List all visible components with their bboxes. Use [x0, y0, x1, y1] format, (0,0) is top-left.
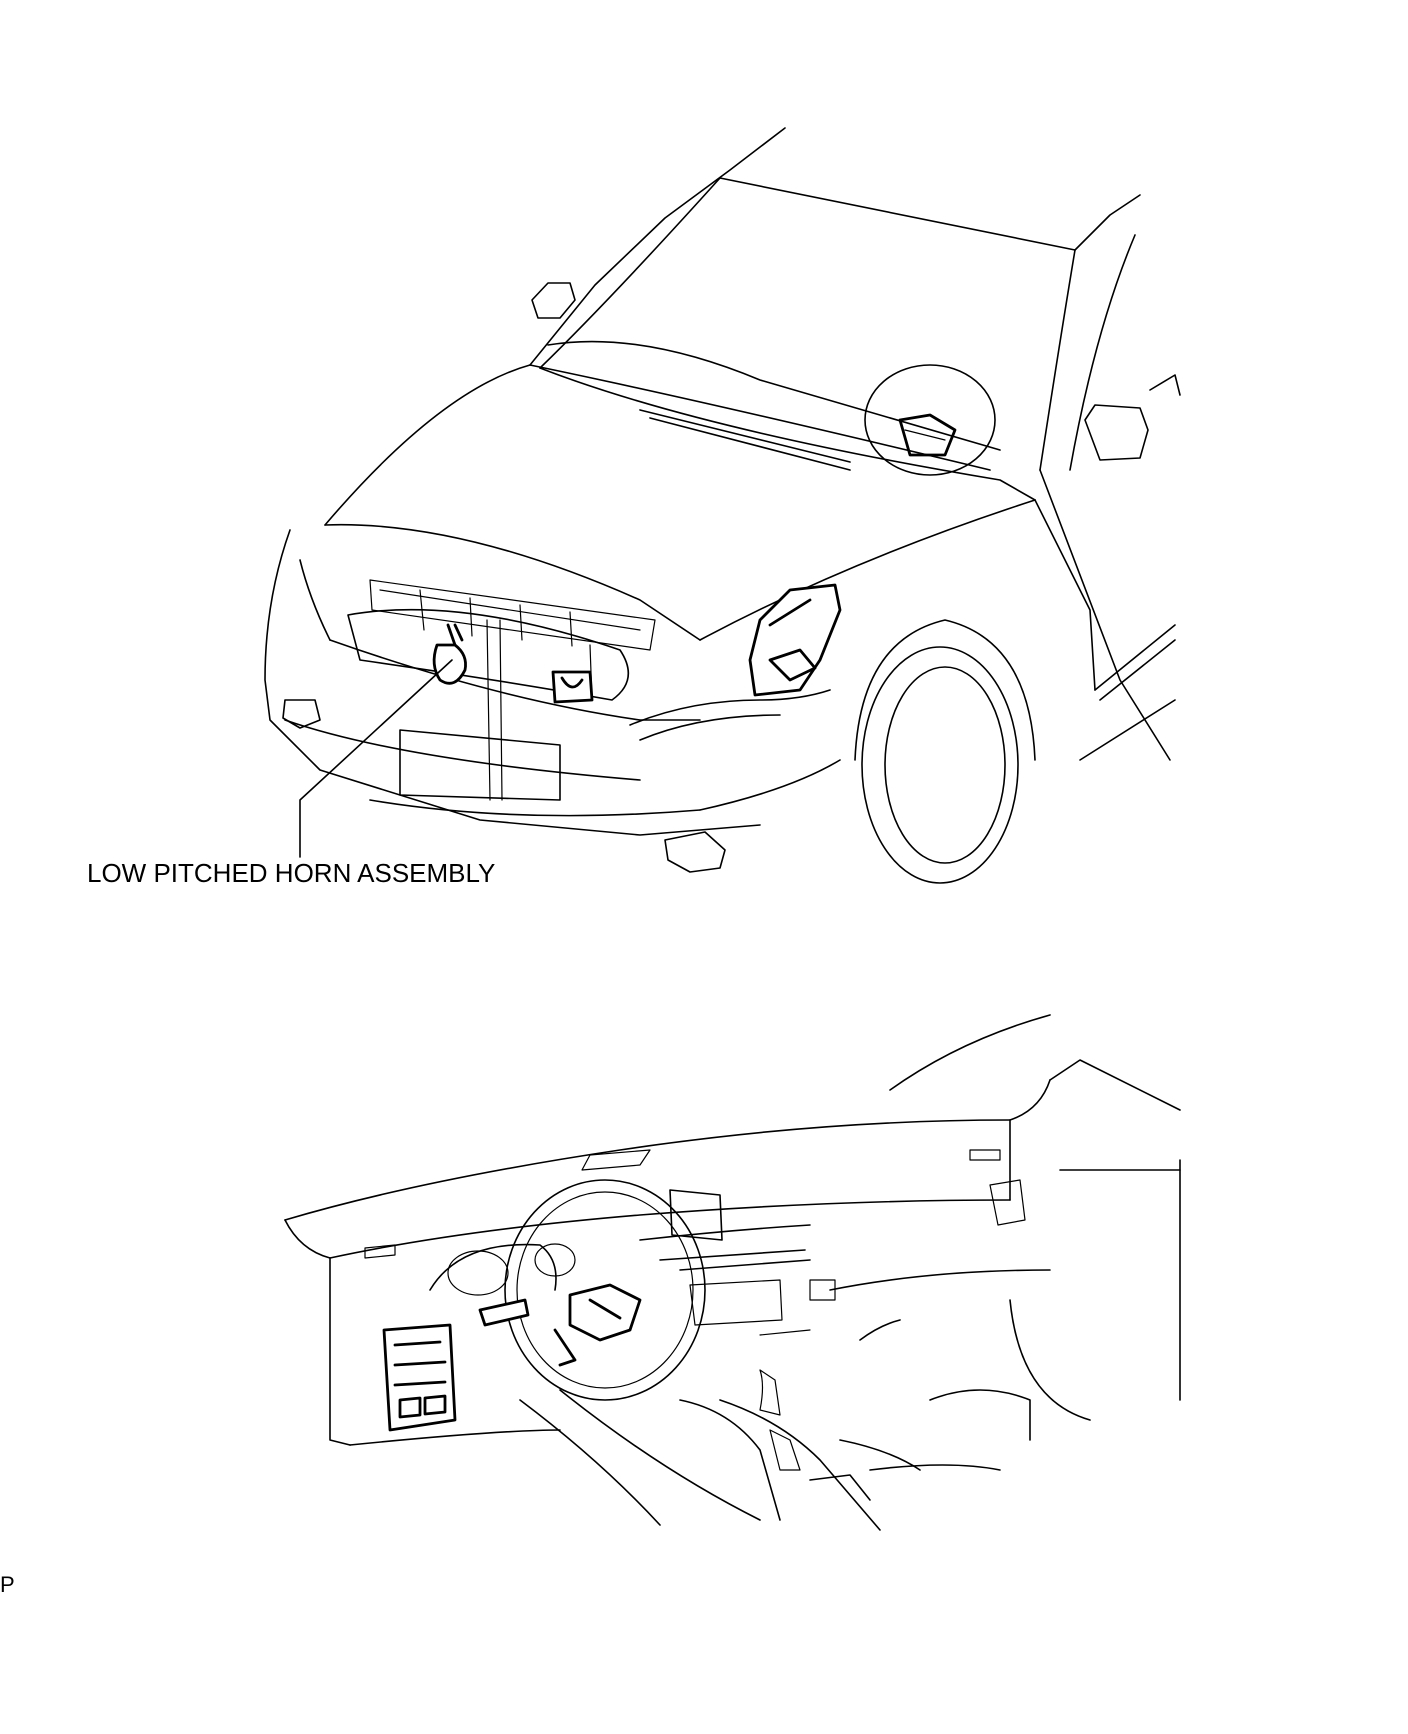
vehicle-front-illustration [264, 127, 1181, 884]
dashboard-interior-illustration [284, 1014, 1181, 1531]
page-mark: P [0, 1572, 15, 1597]
horn-assembly-label: LOW PITCHED HORN ASSEMBLY [87, 858, 496, 888]
